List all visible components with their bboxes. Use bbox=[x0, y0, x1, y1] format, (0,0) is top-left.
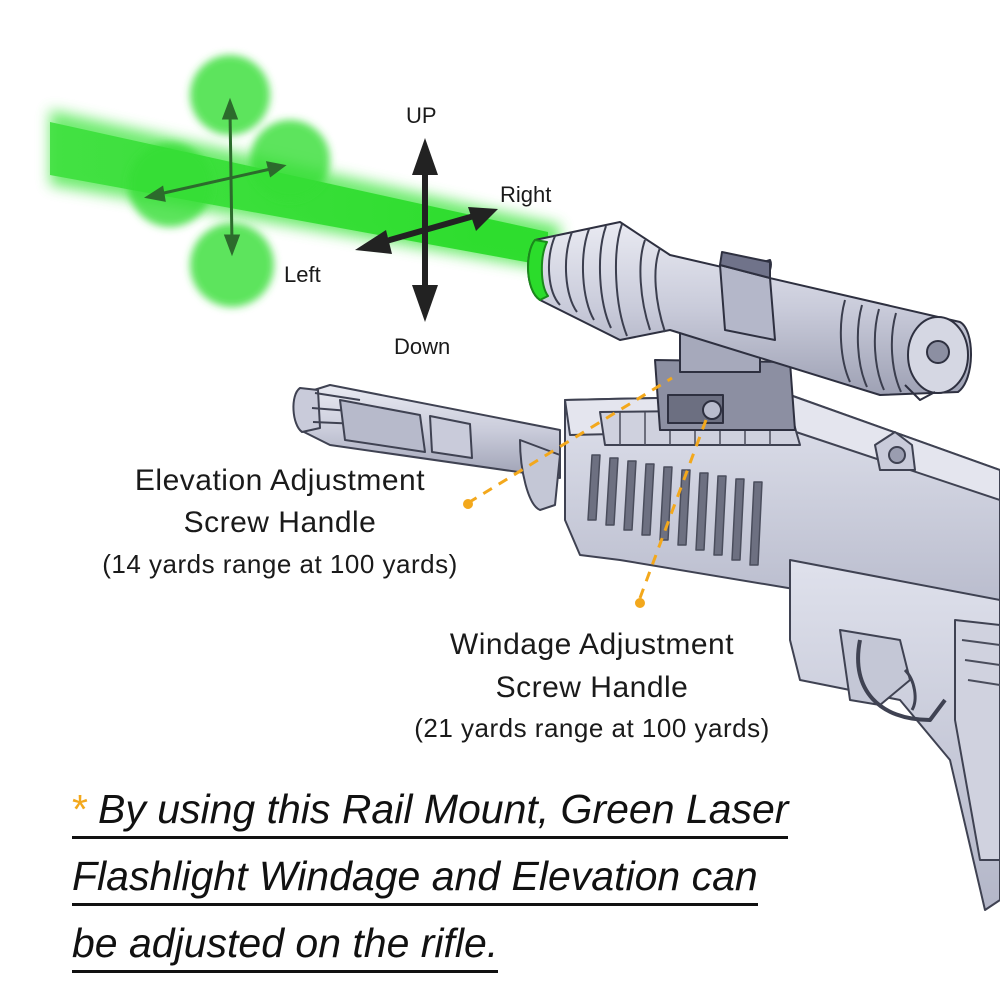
elevation-leader-line bbox=[467, 376, 673, 505]
windage-title-line2: Screw Handle bbox=[495, 671, 689, 704]
rifle-icon bbox=[292, 384, 1000, 911]
label-left: Left bbox=[284, 262, 321, 287]
laser-dots-crosshair-icon bbox=[144, 97, 287, 257]
windage-range: (21 yards range at 100 yards) bbox=[414, 713, 770, 743]
mount-note: *By using this Rail Mount, Green Laser F… bbox=[72, 778, 972, 979]
windage-leader-line bbox=[638, 419, 708, 599]
label-down: Down bbox=[394, 334, 451, 359]
elevation-range: (14 yards range at 100 yards) bbox=[102, 549, 458, 579]
elevation-leader-dot bbox=[463, 499, 473, 509]
direction-arrows-icon bbox=[355, 138, 498, 322]
flashlight-icon bbox=[527, 221, 972, 401]
windage-leader-dot bbox=[635, 598, 645, 608]
label-right: Right bbox=[500, 182, 552, 207]
note-marker: * bbox=[72, 786, 88, 832]
elevation-title-line2: Screw Handle bbox=[183, 506, 377, 539]
note-line3: be adjusted on the rifle. bbox=[72, 918, 499, 973]
windage-title-line1: Windage Adjustment bbox=[449, 628, 735, 661]
laser-dots-icon bbox=[128, 55, 330, 307]
note-line2: Flashlight Windage and Elevation can bbox=[72, 851, 758, 906]
label-up: UP bbox=[406, 103, 437, 128]
elevation-title-line1: Elevation Adjustment bbox=[134, 464, 426, 497]
note-line1-wrap: *By using this Rail Mount, Green Laser bbox=[72, 784, 789, 839]
note-line1: By using this Rail Mount, Green Laser bbox=[97, 786, 789, 832]
